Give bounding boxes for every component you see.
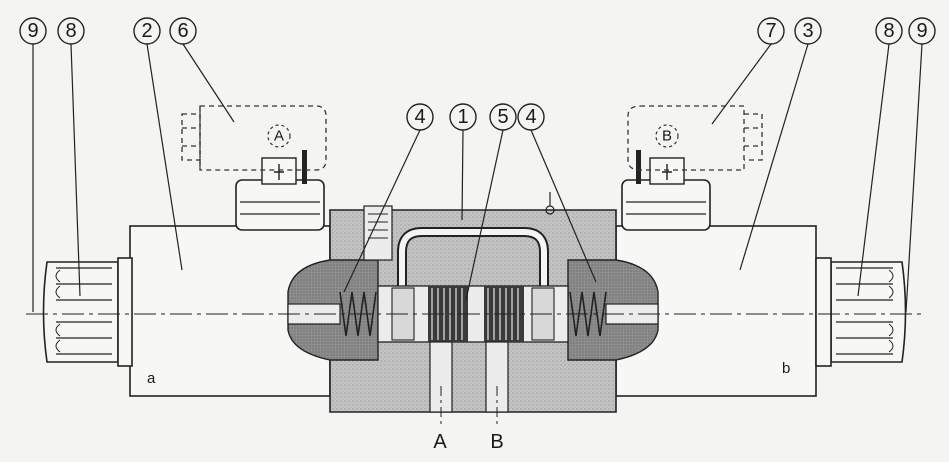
callout-8-right: 8 — [875, 17, 903, 45]
left-coil-connector — [235, 150, 325, 231]
callout-9-right: 9 — [908, 17, 936, 45]
callout-9-left: 9 — [19, 17, 47, 45]
valve-body — [287, 192, 659, 413]
coil-b-label: B — [662, 128, 672, 145]
coil-a-marker — [267, 124, 291, 148]
callout-2: 2 — [133, 17, 161, 45]
left-plug-outline: A — [181, 105, 327, 171]
callout-1: 1 — [449, 103, 477, 131]
callout-5: 5 — [489, 103, 517, 131]
port-label-b: B — [490, 431, 503, 453]
right-manual-override-knob — [815, 257, 907, 367]
svg-text:8: 8 — [883, 20, 894, 42]
svg-text:1: 1 — [457, 106, 468, 128]
svg-text:4: 4 — [525, 106, 536, 128]
svg-text:9: 9 — [27, 20, 38, 42]
svg-text:5: 5 — [497, 106, 508, 128]
svg-text:4: 4 — [414, 106, 425, 128]
side-label-b: b — [782, 360, 790, 377]
callout-4-left: 4 — [406, 103, 434, 131]
svg-text:9: 9 — [916, 20, 927, 42]
right-plug-outline: B — [627, 105, 763, 171]
svg-text:8: 8 — [65, 20, 76, 42]
svg-text:3: 3 — [802, 20, 813, 42]
callout-4-right: 4 — [517, 103, 545, 131]
coil-b-marker — [655, 124, 679, 148]
svg-text:7: 7 — [765, 20, 776, 42]
callout-7: 7 — [757, 17, 785, 45]
svg-text:6: 6 — [177, 20, 188, 42]
left-manual-override-knob — [42, 257, 133, 367]
side-label-a: a — [147, 370, 156, 387]
port-axis-lines — [440, 386, 498, 428]
coil-a-label: A — [274, 128, 284, 145]
svg-text:2: 2 — [141, 20, 152, 42]
callout-8-left: 8 — [57, 17, 85, 45]
right-coil-connector — [621, 150, 711, 231]
port-label-a: A — [433, 431, 447, 453]
leader-lines — [32, 43, 923, 313]
callout-3: 3 — [794, 17, 822, 45]
callout-6: 6 — [169, 17, 197, 45]
